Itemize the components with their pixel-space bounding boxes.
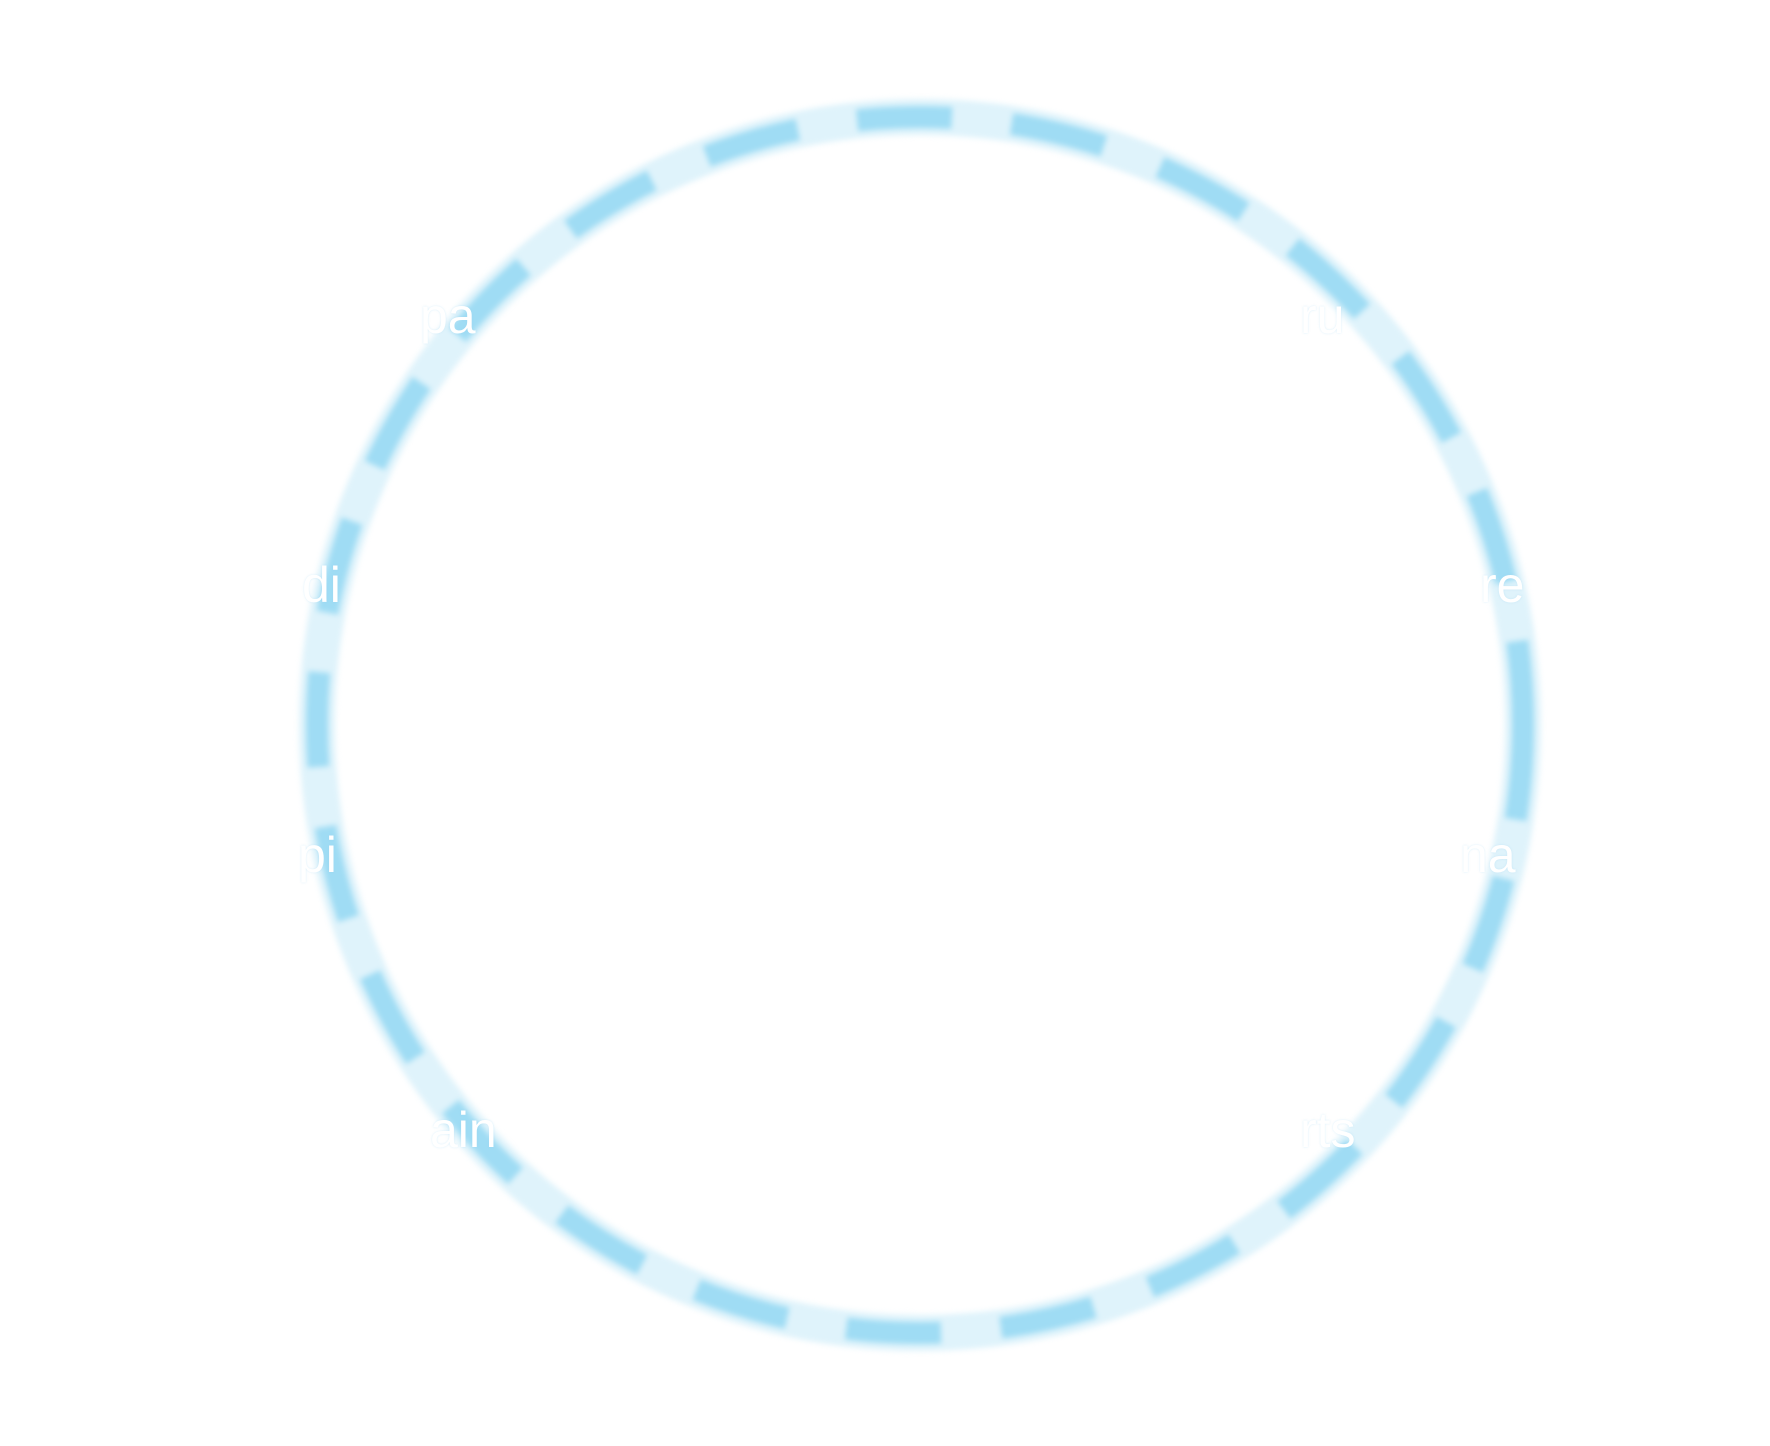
label-mid-right: re — [1480, 557, 1525, 613]
label-mid-left: di — [302, 557, 341, 613]
label-low-right: na — [1460, 827, 1516, 883]
label-top-right: ru — [1300, 288, 1345, 344]
label-bottom-left: ain — [430, 1102, 497, 1158]
label-bottom-right: rts — [1300, 1102, 1356, 1158]
ring-segments — [306, 106, 1534, 1344]
label-low-left: pi — [298, 827, 337, 883]
label-top-left: pa — [420, 288, 476, 344]
